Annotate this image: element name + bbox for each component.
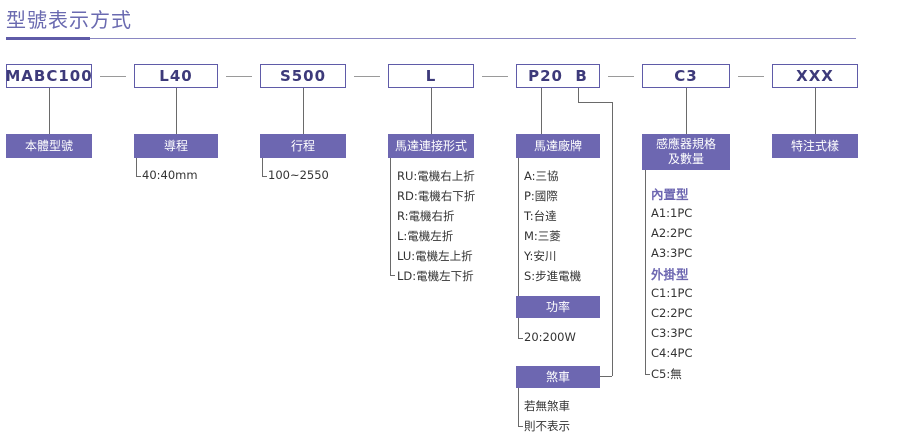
option-motor-brand: Y:安川 — [524, 249, 557, 263]
label-motor-mount: 馬達連接形式 — [388, 134, 474, 158]
option-motor-brand: P:國際 — [524, 189, 558, 203]
bracket-line — [518, 388, 519, 426]
bracket-tick — [136, 176, 141, 177]
code-box-motor-mount: L — [388, 64, 474, 88]
code-box-special: XXX — [772, 64, 858, 88]
option-sensor: C4:4PC — [651, 346, 693, 360]
connector-line — [815, 88, 816, 134]
connector-line — [600, 376, 612, 377]
option-sensor: A1:1PC — [651, 206, 693, 220]
option-brake: 若無煞車 — [524, 399, 570, 413]
option-sensor: C1:1PC — [651, 286, 693, 300]
option-sensor: A2:2PC — [651, 226, 693, 240]
connector-line — [686, 88, 687, 134]
code-box-lead: L40 — [134, 64, 218, 88]
option-motor-mount: RD:電機右下折 — [397, 189, 476, 203]
option-sensor: C5:無 — [651, 367, 682, 381]
connector-line — [578, 102, 612, 103]
option-sensor: C3:3PC — [651, 326, 693, 340]
label-lead: 導程 — [134, 134, 218, 158]
bracket-line — [518, 158, 519, 338]
connector-line — [612, 102, 613, 376]
bracket-tick — [390, 275, 395, 276]
label-sensor: 感應器規格 及數量 — [642, 134, 730, 170]
bracket-line — [262, 158, 263, 176]
option-motor-mount: L:電機左折 — [397, 229, 454, 243]
label-body: 本體型號 — [6, 134, 92, 158]
label-special: 特注式樣 — [772, 134, 858, 158]
page-title: 型號表示方式 — [6, 8, 132, 32]
option-sensor: A3:3PC — [651, 246, 693, 260]
connector-line — [176, 88, 177, 134]
title-underline-accent — [6, 37, 90, 40]
sensor-group-external: 外掛型 — [651, 267, 689, 282]
bracket-line — [136, 158, 137, 176]
bracket-line — [645, 170, 646, 374]
label-brake: 煞車 — [516, 366, 600, 388]
option-motor-brand: T:台達 — [524, 209, 557, 223]
dash-separator — [354, 76, 380, 77]
code-box-body: MABC100 — [5, 64, 92, 88]
label-sensor-line2: 及數量 — [667, 152, 704, 166]
dash-separator — [608, 76, 634, 77]
option-motor-mount: RU:電機右上折 — [397, 169, 475, 183]
connector-line — [431, 88, 432, 134]
connector-line — [303, 88, 304, 134]
dash-separator — [738, 76, 764, 77]
bracket-line — [390, 158, 391, 275]
bracket-tick — [518, 338, 523, 339]
option-motor-mount: LD:電機左下折 — [397, 269, 474, 283]
bracket-tick — [518, 426, 523, 427]
label-motor-brand: 馬達廠牌 — [516, 134, 600, 158]
sensor-group-internal: 內置型 — [651, 187, 689, 202]
bracket-tick — [645, 374, 650, 375]
option-stroke: 100~2550 — [268, 168, 329, 182]
option-motor-mount: LU:電機左上折 — [397, 249, 473, 263]
option-brake: 則不表示 — [524, 419, 570, 433]
dash-separator — [100, 76, 126, 77]
label-sensor-line1: 感應器規格 — [655, 137, 716, 151]
label-stroke: 行程 — [260, 134, 346, 158]
option-motor-mount: R:電機右折 — [397, 209, 455, 223]
option-motor-brand: M:三菱 — [524, 229, 561, 243]
option-sensor: C2:2PC — [651, 306, 693, 320]
option-motor-brand: A:三協 — [524, 169, 559, 183]
label-power: 功率 — [516, 296, 600, 318]
code-box-motor: P20 B — [516, 64, 600, 88]
connector-line — [49, 88, 50, 134]
option-motor-brand: S:步進電機 — [524, 269, 582, 283]
code-box-stroke: S500 — [260, 64, 346, 88]
option-power: 20:200W — [524, 330, 576, 344]
connector-line — [541, 88, 542, 134]
code-box-sensor: C3 — [642, 64, 730, 88]
option-lead: 40:40mm — [142, 168, 198, 182]
dash-separator — [226, 76, 252, 77]
bracket-tick — [262, 176, 267, 177]
dash-separator — [482, 76, 508, 77]
connector-line — [578, 88, 579, 102]
title-underline — [6, 38, 856, 39]
